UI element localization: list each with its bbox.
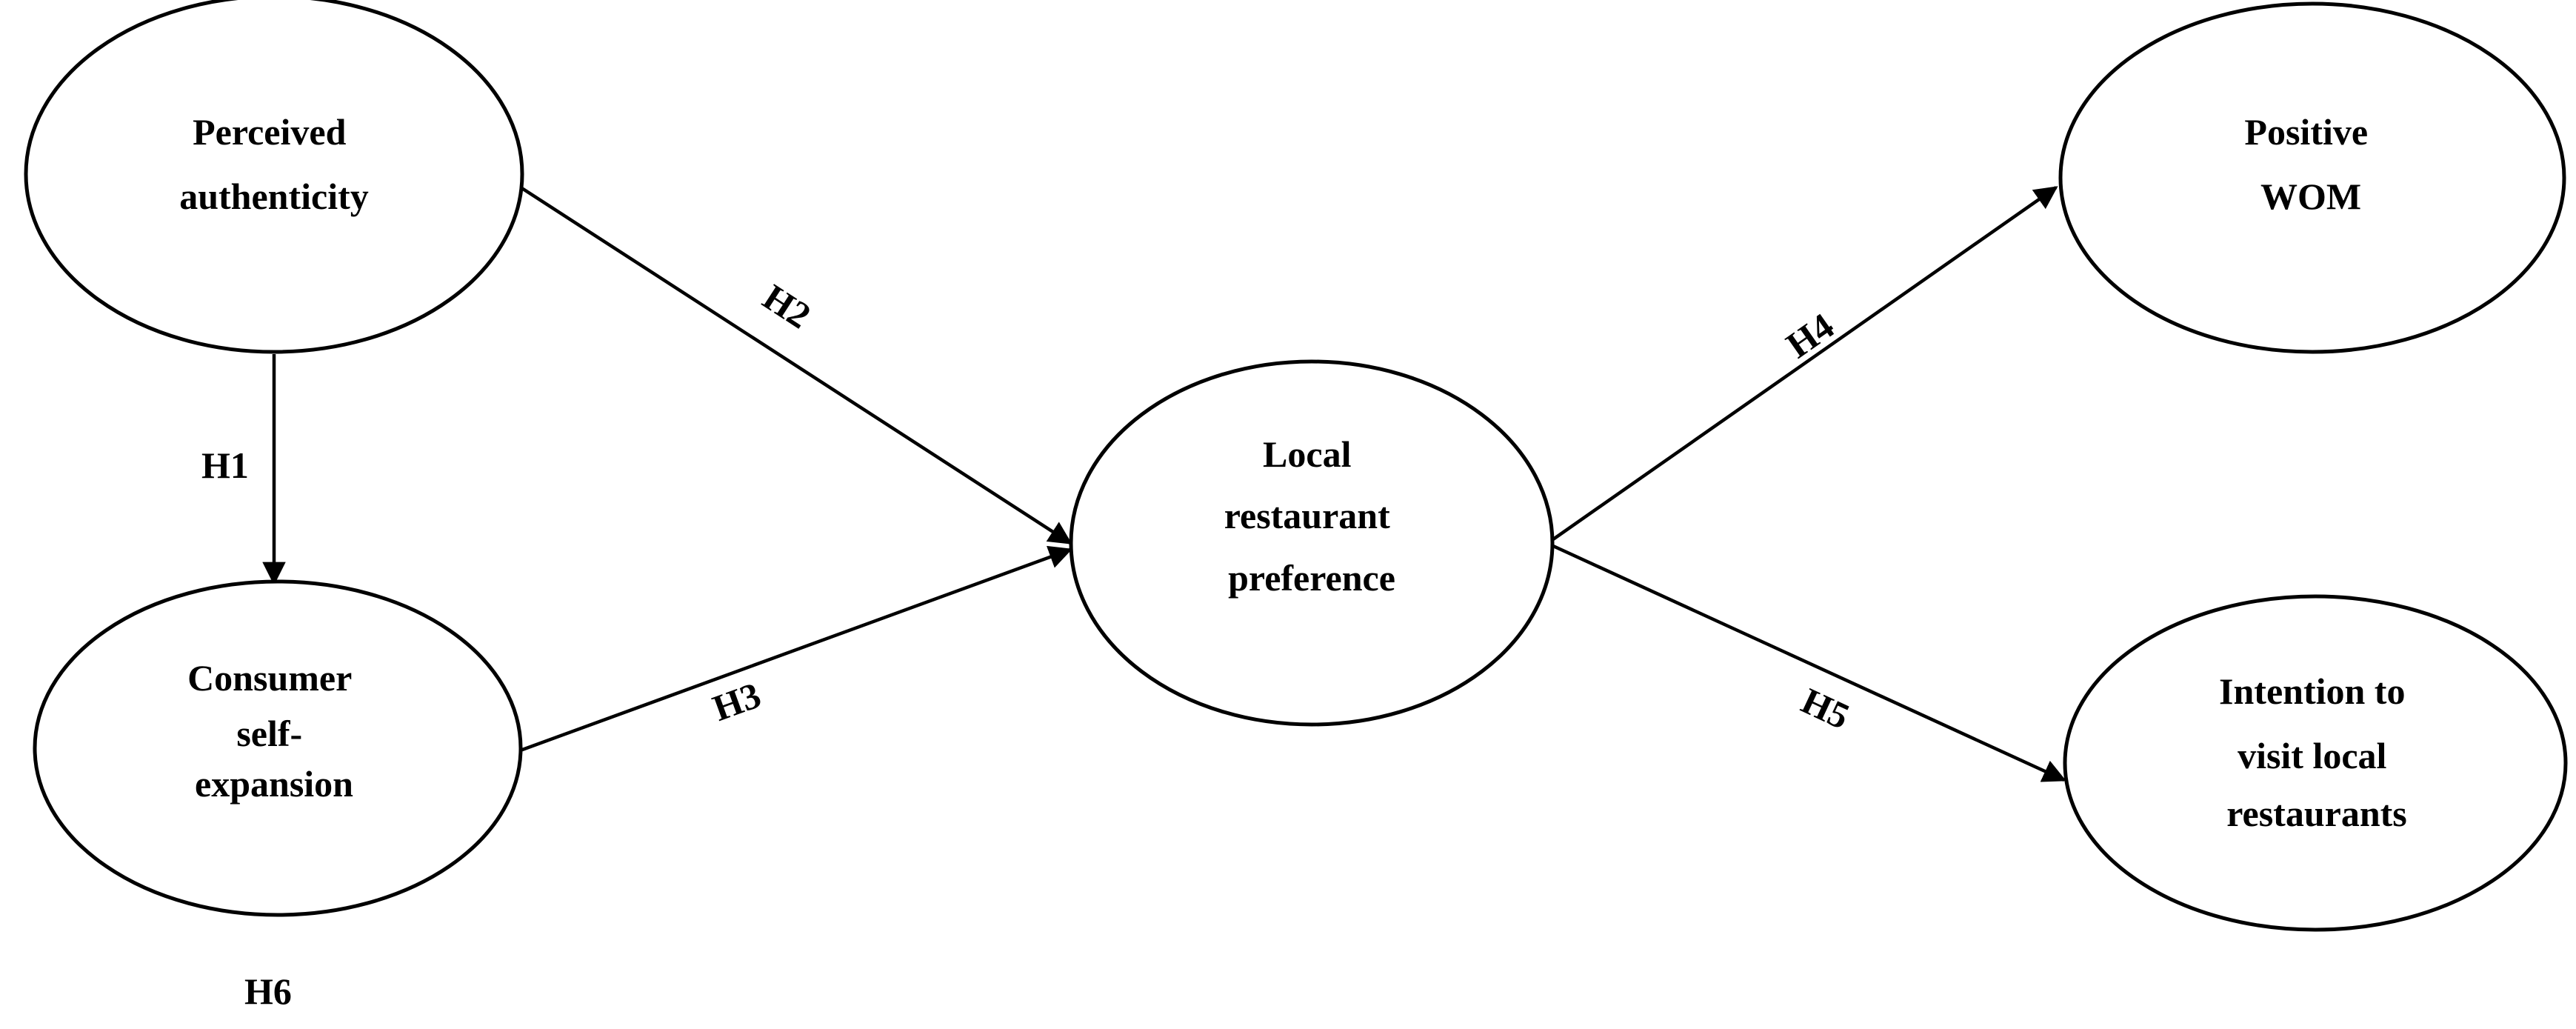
node-label-line: Local xyxy=(1263,433,1352,475)
svg-text:Perceived authenticity: Perceived authenticity xyxy=(179,111,369,217)
node-local-restaurant-preference: Local restaurant preference xyxy=(1069,359,1555,727)
node-label-line: visit local xyxy=(2238,735,2386,776)
hypothesis-label-h3: H3 xyxy=(707,674,766,729)
edge-h5 xyxy=(1552,544,2066,782)
hypothesis-label-h6: H6 xyxy=(244,970,292,1012)
node-label-line: self- xyxy=(236,713,302,754)
svg-text:Local restaurant p: Local restaurant preference xyxy=(1224,433,1400,599)
node-label-line: Consumer xyxy=(187,657,352,699)
node-label-line: preference xyxy=(1228,557,1395,599)
svg-text:Intention to visit local: Intention to visit local restaurants xyxy=(2219,670,2415,834)
svg-text:Consumer self- exp: Consumer self- expansion xyxy=(187,657,361,805)
node-label-line: Intention to xyxy=(2219,670,2405,712)
node-intention-to-visit: Intention to visit local restaurants xyxy=(2063,594,2568,932)
node-label-line: Positive xyxy=(2244,111,2368,153)
hypothesis-label-h2: H2 xyxy=(755,276,818,336)
node-label-line: authenticity xyxy=(179,176,369,217)
svg-text:Positive WOM: Positive WOM xyxy=(2244,111,2377,217)
node-consumer-self-expansion: Consumer self- expansion xyxy=(33,579,523,917)
edge-h2 xyxy=(519,186,1072,545)
node-label-line: restaurants xyxy=(2226,793,2407,834)
hypothesis-label-h4: H4 xyxy=(1778,304,1841,366)
node-positive-wom: Positive WOM xyxy=(2058,1,2566,354)
edge-h3 xyxy=(515,545,1072,754)
edge-h4 xyxy=(1552,186,2058,541)
hypothesis-label-h1: H1 xyxy=(201,444,249,486)
node-perceived-authenticity: Perceived authenticity xyxy=(24,0,524,354)
node-label-line: expansion xyxy=(195,763,353,805)
node-label-line: restaurant xyxy=(1224,495,1390,536)
node-label-line: Perceived xyxy=(193,111,346,153)
hypothesis-label-h5: H5 xyxy=(1795,679,1856,737)
node-label-line: WOM xyxy=(2260,176,2361,217)
